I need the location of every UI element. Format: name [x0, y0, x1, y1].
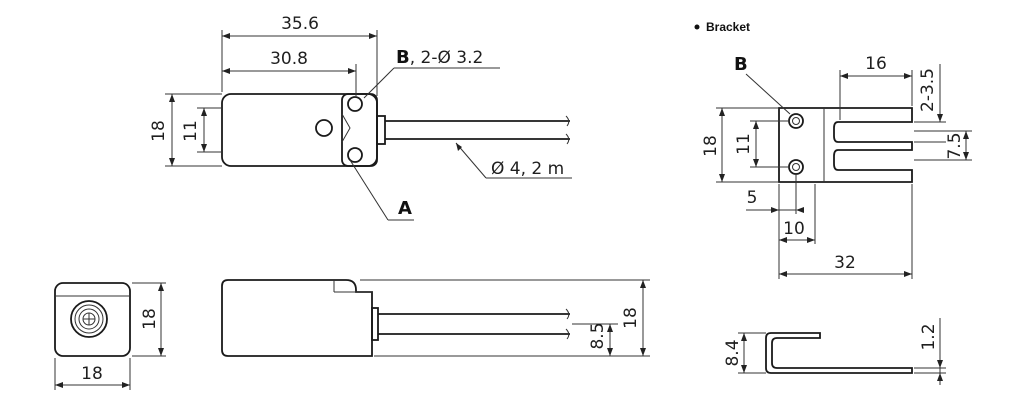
- sensor-top-view: 35.6 30.8 B, 2-Ø 3.2 18 11 Ø 4, 2 m A: [149, 14, 572, 221]
- dim-body-length: 30.8: [270, 49, 308, 69]
- mount-hole-bottom: [347, 147, 363, 163]
- cable-spec: Ø 4, 2 m: [491, 159, 564, 179]
- sensor-end-view: 18 18: [54, 282, 166, 390]
- dim-overall-length: 35.6: [281, 14, 319, 34]
- dim-hole-pitch: 11: [181, 120, 201, 142]
- mount-hole-callout: B, 2-Ø 3.2: [396, 47, 483, 68]
- bracket-plate: [778, 107, 913, 183]
- body-notch: [341, 113, 351, 143]
- side-cable-gland: [371, 307, 379, 341]
- dim-slot-width: 2-3.5: [918, 68, 938, 112]
- dim-slot-length: 16: [865, 54, 887, 74]
- mount-hole-top: [347, 96, 363, 112]
- dim-bracket-hole-pitch: 11: [734, 133, 754, 155]
- cable-gland: [376, 115, 386, 145]
- bracket-hole-top: [788, 113, 804, 129]
- bracket-hole-bottom: [788, 159, 804, 175]
- dim-hole-span: 10: [783, 219, 805, 239]
- sensor-body: [221, 93, 378, 167]
- dim-slot-pitch: 7.5: [945, 132, 965, 159]
- led-indicator: [315, 119, 333, 137]
- dim-side-height: 18: [621, 307, 641, 329]
- cable-break: [565, 115, 570, 145]
- sensor-side-view: 8.5 18: [221, 279, 650, 357]
- dim-hole-edge: 5: [747, 188, 758, 208]
- dim-height: 18: [149, 120, 169, 142]
- dim-bracket-length: 32: [834, 253, 856, 273]
- dim-bracket-height: 18: [701, 135, 721, 157]
- bullet-icon: [694, 24, 700, 30]
- bracket-section: Bracket B 16 2-3.5 7.5 18: [694, 20, 972, 385]
- bracket-profile: [765, 332, 913, 374]
- side-view-body: [221, 279, 373, 357]
- part-callout-a: A: [398, 198, 412, 219]
- dim-profile-height: 8.4: [723, 339, 743, 366]
- sensing-face-outer: [70, 300, 108, 338]
- dim-cable-height: 8.5: [588, 322, 608, 349]
- dim-thickness: 1.2: [919, 323, 939, 350]
- bracket-title: Bracket: [706, 20, 750, 34]
- dim-end-width: 18: [81, 364, 103, 384]
- bracket-callout-b: B: [734, 54, 748, 75]
- dim-end-height: 18: [140, 308, 160, 330]
